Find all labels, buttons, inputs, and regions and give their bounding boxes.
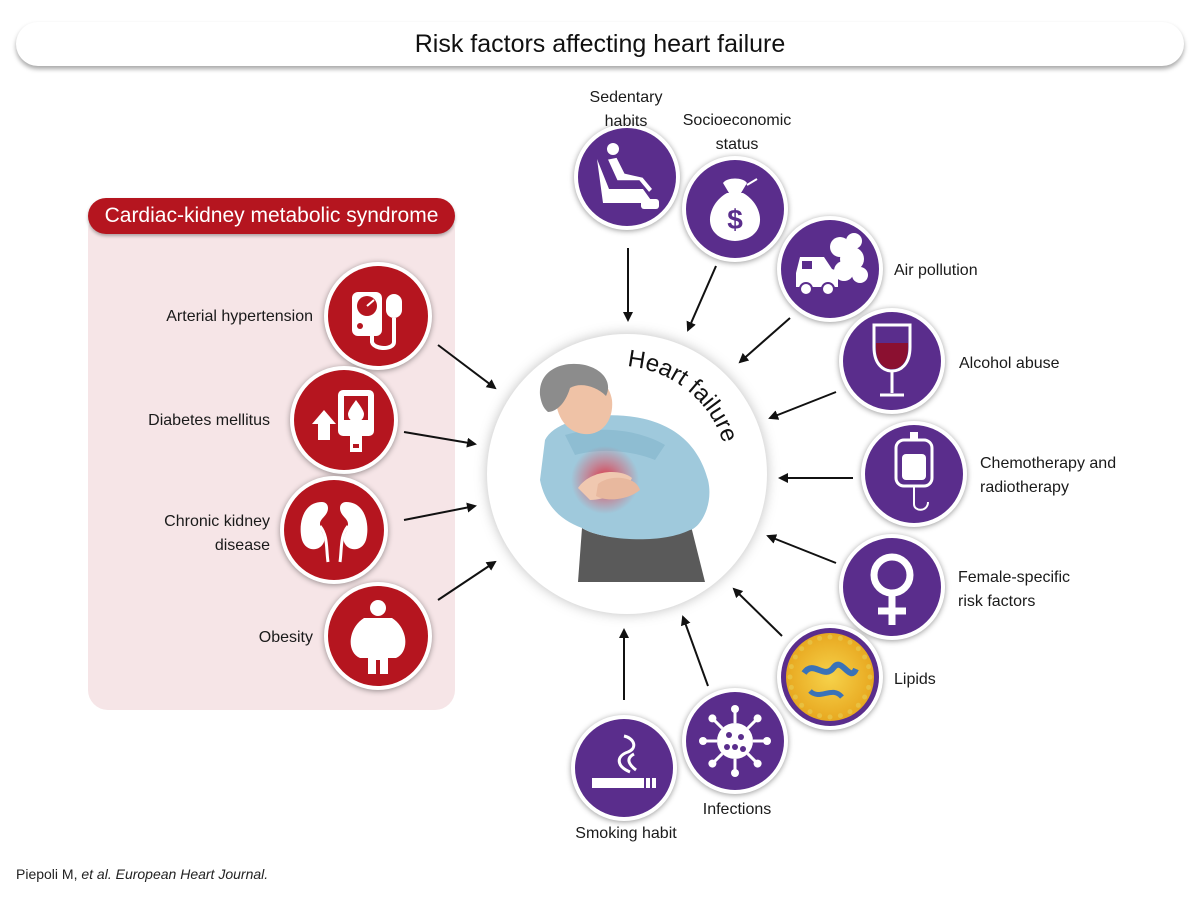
kidneys-icon — [300, 502, 368, 563]
ckm-3-node — [324, 582, 432, 690]
factor-1-node: $ — [682, 156, 788, 262]
money-bag-icon: $ — [709, 178, 761, 241]
lipid-molecule-icon — [786, 633, 874, 721]
label-arterial-hypertension: Arterial hypertension — [166, 308, 313, 325]
arrow-to-heart-failure — [686, 265, 717, 332]
cigarette-icon — [592, 734, 656, 788]
arrow-to-heart-failure — [738, 317, 791, 364]
reclining-chair-icon — [597, 143, 659, 209]
blood-pressure-monitor-icon — [352, 292, 402, 350]
arrow-to-heart-failure — [437, 560, 497, 601]
label-chemotherapy-radiotherapy: Chemotherapy and radiotherapy — [980, 455, 1117, 496]
ckm-header-label: Cardiac-kidney metabolic syndrome — [104, 204, 439, 227]
ckm-header: Cardiac-kidney metabolic syndrome — [88, 198, 455, 234]
arrow-to-heart-failure — [766, 534, 837, 564]
label-lipids: Lipids — [894, 671, 936, 688]
factor-5-node — [839, 534, 945, 640]
factor-4-node — [861, 421, 967, 527]
factor-6-node — [777, 624, 883, 730]
person-clutching-chest-illustration — [539, 363, 710, 582]
car-exhaust-icon — [796, 233, 868, 296]
arrow-to-heart-failure — [681, 615, 709, 687]
citation-authors: Piepoli M, — [16, 866, 82, 882]
svg-text:$: $ — [727, 204, 743, 235]
factor-8-node — [571, 715, 677, 821]
virus-icon — [699, 705, 771, 777]
label-diabetes-mellitus: Diabetes mellitus — [148, 412, 270, 429]
citation-journal: et al. European Heart Journal. — [81, 866, 269, 882]
heart-failure-hub: Heart failure — [487, 334, 767, 614]
wine-glass-icon — [872, 323, 912, 397]
label-obesity: Obesity — [258, 629, 313, 646]
label-infections: Infections — [702, 801, 772, 818]
label-sedentary-habits: Sedentary habits — [589, 89, 663, 130]
ckm-1-node — [290, 366, 398, 474]
arrow-to-heart-failure — [437, 344, 497, 390]
label-chronic-kidney-disease: Chronic kidney disease — [164, 513, 270, 554]
ckm-0-node — [324, 262, 432, 370]
label-female-specific-risk-factors: Female-specific risk factors — [958, 569, 1071, 610]
glucose-meter-icon — [312, 390, 374, 452]
ckm-2-node — [280, 476, 388, 584]
arrow-to-heart-failure — [403, 431, 477, 448]
title-banner: Risk factors affecting heart failure — [16, 22, 1184, 66]
page-title: Risk factors affecting heart failure — [414, 29, 786, 58]
label-alcohol-abuse: Alcohol abuse — [959, 355, 1060, 372]
factor-0-node — [574, 124, 680, 230]
citation: Piepoli M, et al. European Heart Journal… — [16, 866, 268, 882]
label-socioeconomic-status: Socioeconomic status — [682, 112, 792, 153]
obese-person-icon — [350, 600, 406, 674]
factor-3-node — [839, 308, 945, 414]
arrow-to-heart-failure — [403, 502, 477, 521]
arrow-to-heart-failure — [732, 587, 783, 637]
factor-7-node — [682, 688, 788, 794]
arrow-to-heart-failure — [768, 391, 837, 420]
iv-bag-icon — [894, 432, 934, 511]
label-air-pollution: Air pollution — [894, 262, 978, 279]
label-smoking-habit: Smoking habit — [575, 825, 677, 842]
female-symbol-icon — [870, 553, 914, 625]
factor-2-node — [777, 216, 883, 322]
